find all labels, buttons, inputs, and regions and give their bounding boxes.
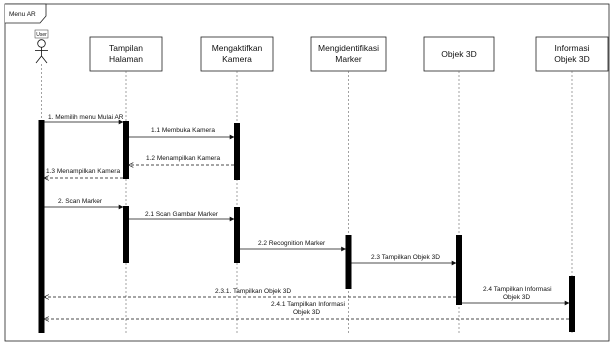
message-label: 1.1 Membuka Kamera xyxy=(151,127,215,134)
message-1-2: 1.2 Menampilkan Kamera xyxy=(129,155,234,165)
activation-marker xyxy=(345,235,352,289)
message-2: 2. Scan Marker xyxy=(44,198,124,210)
message-1-1: 1.1 Membuka Kamera xyxy=(129,127,235,140)
message-label: 1.2 Menampilkan Kamera xyxy=(146,155,220,162)
lifeline-title-line-1: Mengaktifkan xyxy=(212,43,263,53)
activation-kamera-2 xyxy=(234,207,240,263)
lifeline-title-line-2: Halaman xyxy=(109,54,143,64)
activation-tampilan-1 xyxy=(123,121,129,179)
activation-informasi xyxy=(569,276,575,332)
lifeline-box xyxy=(89,36,163,72)
lifeline-header-objek-3d: Objek 3D xyxy=(423,36,495,72)
message-label: 2.3.1. Tampilkan Objek 3D xyxy=(215,288,291,295)
frame-title: Menu AR xyxy=(9,11,36,18)
lifeline-box xyxy=(423,36,495,72)
activation-bars xyxy=(38,120,575,333)
actor-label-box xyxy=(34,29,49,39)
message-label: 2.1 Scan Gambar Marker xyxy=(145,211,219,218)
message-2-1: 2.1 Scan Gambar Marker xyxy=(129,211,235,222)
message-2-2: 2.2 Recognition Marker xyxy=(240,240,346,252)
lifeline-box xyxy=(310,36,387,72)
message-label: 2.3 Tampilkan Objek 3D xyxy=(371,254,440,261)
activation-kamera-1 xyxy=(234,123,240,180)
lifeline-header-mengidentifikasi-marker: Mengidentifikasi Marker xyxy=(310,36,387,72)
lifeline-header-tampilan-halaman: Tampilan Halaman xyxy=(89,36,163,72)
activation-user xyxy=(38,120,45,333)
actor-head xyxy=(37,39,46,48)
frame-border xyxy=(4,3,610,342)
lifeline-header-informasi-objek-3d: Informasi Objek 3D xyxy=(535,36,609,72)
actor-label: User xyxy=(36,32,47,38)
actor-right-leg xyxy=(41,55,48,64)
message-label: 1.3 Menampilkan Kamera xyxy=(46,168,120,175)
actor-user: User xyxy=(34,29,49,64)
message-2-3-1: 2.3.1. Tampilkan Objek 3D xyxy=(45,288,456,297)
lifeline-title-line-2: Kamera xyxy=(222,54,252,64)
lifeline-title-line-2: Objek 3D xyxy=(554,54,589,64)
message-label: 2.2 Recognition Marker xyxy=(258,240,326,247)
activation-objek-3d xyxy=(456,235,462,305)
actor-left-leg xyxy=(35,55,42,64)
message-2-3: 2.3 Tampilkan Objek 3D xyxy=(351,254,457,266)
lifeline-title-line-1: Objek 3D xyxy=(441,49,476,59)
lifeline-box xyxy=(200,36,274,72)
message-label: 1. Memilih menu Mulai AR xyxy=(48,114,124,121)
message-label: 2. Scan Marker xyxy=(58,198,103,205)
message-1-3: 1.3 Menampilkan Kamera xyxy=(45,168,123,178)
lifeline-title-line-1: Mengidentifikasi xyxy=(318,43,379,53)
lifeline-header-mengaktifkan-kamera: Mengaktifkan Kamera xyxy=(200,36,274,72)
frame-title-tab xyxy=(5,3,47,24)
lifeline-title-line-1: Tampilan xyxy=(109,43,143,53)
lifeline-box xyxy=(535,36,609,72)
activation-tampilan-2 xyxy=(123,206,129,263)
message-1: 1. Memilih menu Mulai AR xyxy=(44,114,124,125)
lifeline-title-line-1: Informasi xyxy=(555,43,590,53)
lifeline-title-line-2: Marker xyxy=(335,54,362,64)
